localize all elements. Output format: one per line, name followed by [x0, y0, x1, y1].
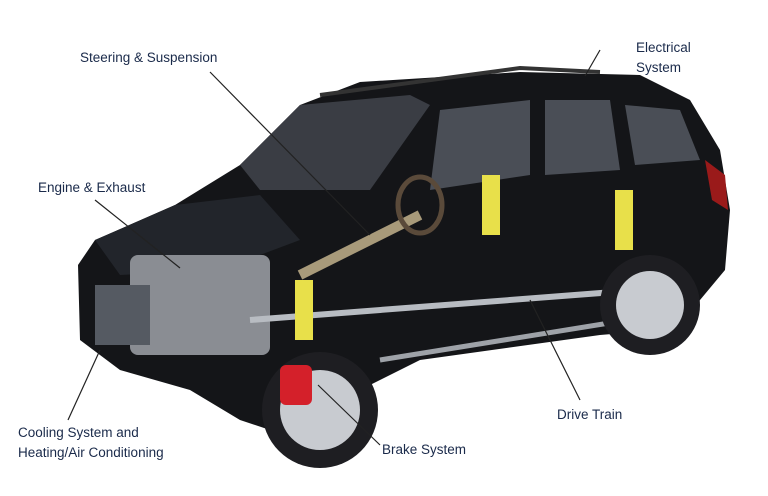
- label-electrical-system: Electrical System: [636, 38, 691, 78]
- electrical-leader: [584, 49, 601, 77]
- label-cooling-system: Cooling System and Heating/Air Condition…: [18, 423, 164, 463]
- drive-shaft: [249, 287, 641, 323]
- label-cooling-line2: Heating/Air Conditioning: [18, 445, 164, 460]
- brake-caliper: [280, 365, 312, 405]
- steering-leader: [209, 71, 371, 236]
- steering-wheel: [395, 174, 445, 236]
- engine-block: [130, 255, 270, 355]
- label-steering-suspension: Steering & Suspension: [80, 50, 218, 65]
- windshield: [240, 95, 430, 190]
- spring-mid: [482, 175, 500, 235]
- engine-leader: [94, 199, 181, 269]
- spring-front: [295, 280, 313, 340]
- side-windows: [430, 100, 700, 190]
- label-engine-exhaust: Engine & Exhaust: [38, 180, 146, 195]
- cooling-leader: [67, 349, 101, 421]
- steering-column: [297, 210, 423, 280]
- roof-rack: [319, 65, 601, 97]
- brake-leader: [317, 384, 381, 446]
- radiator: [95, 285, 150, 345]
- spring-rear: [615, 190, 633, 250]
- label-drive-train: Drive Train: [557, 407, 623, 422]
- rear-rim: [616, 271, 684, 339]
- label-cooling-line1: Cooling System and: [18, 425, 139, 440]
- drive-leader: [529, 299, 581, 401]
- tail-light: [705, 160, 728, 210]
- label-electrical-line1: Electrical: [636, 40, 691, 55]
- label-brake-system: Brake System: [382, 442, 467, 457]
- label-electrical-line2: System: [636, 60, 682, 75]
